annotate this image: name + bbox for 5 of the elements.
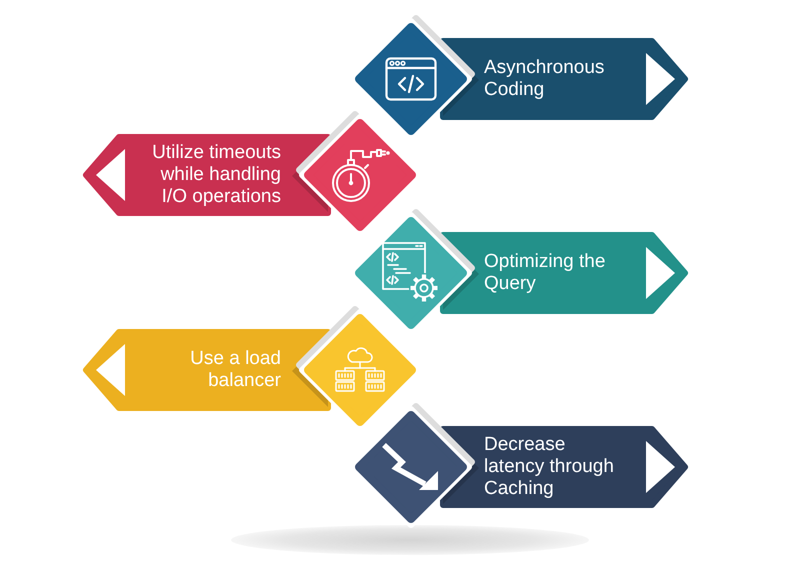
banner-text: Use a load balancer (189, 348, 281, 392)
banner-text: Decrease latency through Caching (484, 434, 615, 500)
banner-text: Optimizing the Query (484, 251, 606, 295)
banner-text: Asynchronous Coding (484, 57, 606, 101)
banner-text: Utilize timeouts while handling I/O operations (151, 142, 281, 208)
